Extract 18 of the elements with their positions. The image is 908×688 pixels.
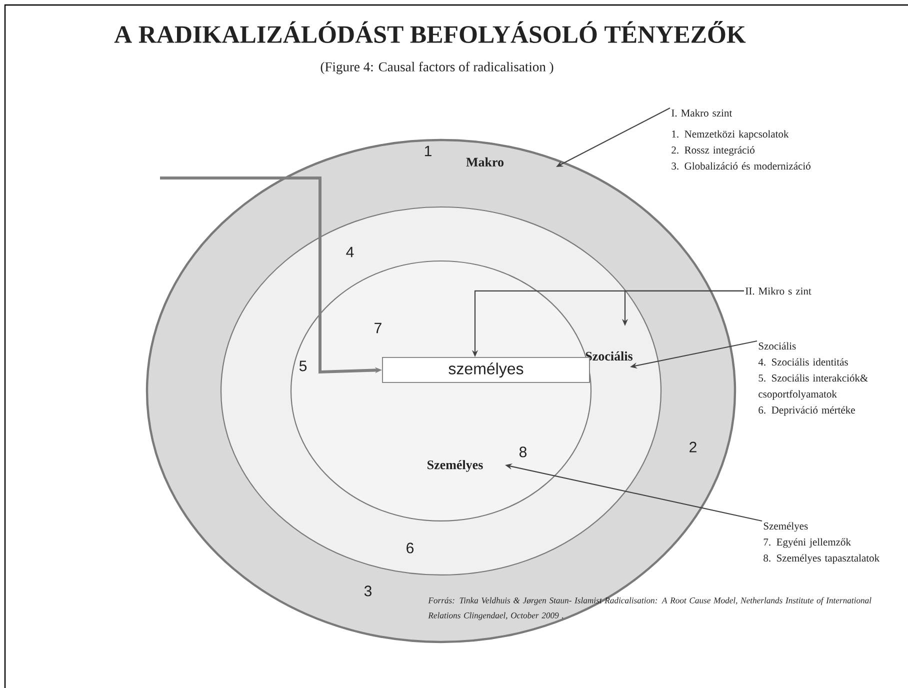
callout-number: 4 <box>346 246 354 258</box>
factor-list: I. Makro szint 1. Nemzetközi kapcsolatok 2. Rossz integráció 3. Globalizáció és modernizáció <box>672 109 810 170</box>
text-box: személyes <box>382 357 590 383</box>
callout-number: 3 <box>364 586 372 596</box>
source-note: Forrás: Tinka Veldhuis & Jørgen Staun- Islamist Radicalisation: A Root Cause Model, Netherlands Institute of International Relations Clingendael, October 2009 . <box>428 597 872 620</box>
title: A RADIKALIZÁLÓDÁST BEFOLYÁSOLÓ TÉNYEZŐK <box>114 21 746 43</box>
factor-list: Szociális 4. Szociális identitás 5. Szociális interakciók& csoportfolyamatok 6. Depriváció mértéke <box>758 342 868 416</box>
callout-number: 1 <box>424 146 432 156</box>
factor-list: Személyes 7. Egyéni jellemzők 8. Személyes tapasztalatok <box>764 522 880 564</box>
caption: (Figure 4: Causal factors of radicalisation ) <box>320 62 554 74</box>
ring-label: Makro <box>466 157 504 167</box>
callout-number: 5 <box>299 360 307 372</box>
ring-label: Személyes <box>428 460 483 472</box>
callout-number: 2 <box>690 442 696 452</box>
callout-number: 7 <box>374 322 382 334</box>
factor-list: II. Mikro s zint <box>746 287 812 295</box>
callout-number: 8 <box>520 446 527 458</box>
callout-number: 6 <box>406 542 414 554</box>
